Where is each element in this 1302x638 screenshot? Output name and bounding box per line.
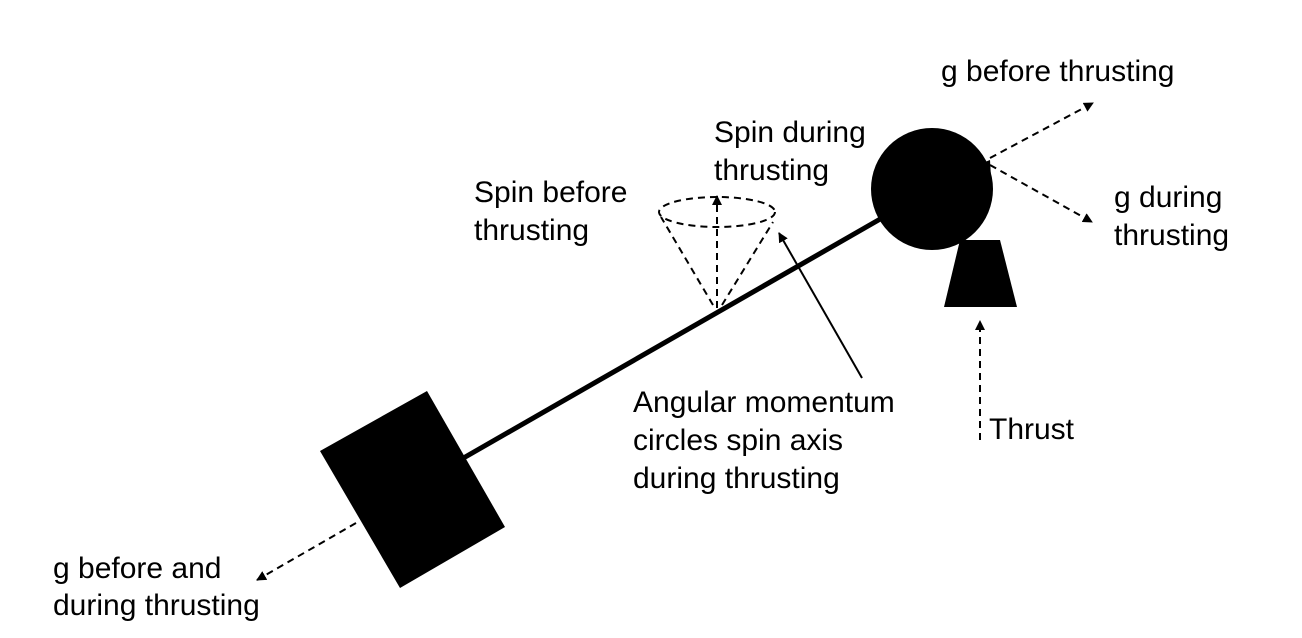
label-spin-before-line2: thrusting bbox=[474, 214, 589, 247]
angular-momentum-pointer-arrow bbox=[778, 232, 863, 379]
label-g-before-thrusting: g before thrusting bbox=[941, 55, 1174, 88]
spin-axis-boom bbox=[458, 215, 884, 463]
label-g-during-thrusting-line2: thrusting bbox=[1114, 219, 1229, 252]
g-before-and-during-arrow bbox=[256, 522, 357, 581]
spin-cone-right-edge bbox=[721, 221, 774, 306]
label-thrust: Thrust bbox=[989, 413, 1075, 446]
g-before-thrusting-arrow bbox=[989, 102, 1094, 159]
label-g-during-thrusting-line1: g during bbox=[1114, 181, 1222, 214]
label-angular-momentum-line1: Angular momentum bbox=[633, 386, 895, 419]
spacecraft-body-block bbox=[320, 391, 505, 588]
label-angular-momentum-line2: circles spin axis bbox=[633, 424, 843, 457]
g-during-thrusting-arrow bbox=[989, 164, 1093, 223]
label-g-before-and-during-line1: g before and bbox=[53, 552, 221, 585]
label-angular-momentum-line3: during thrusting bbox=[633, 462, 840, 495]
thruster-tail-shape bbox=[918, 160, 992, 195]
label-spin-during-line1: Spin during bbox=[714, 116, 866, 149]
label-spin-during-line2: thrusting bbox=[714, 154, 829, 187]
label-spin-before-line1: Spin before bbox=[474, 176, 627, 209]
label-g-before-and-during-line2: during thrusting bbox=[53, 589, 260, 622]
thruster-nozzle bbox=[944, 240, 1017, 307]
spin-cone-left-edge bbox=[660, 216, 714, 306]
